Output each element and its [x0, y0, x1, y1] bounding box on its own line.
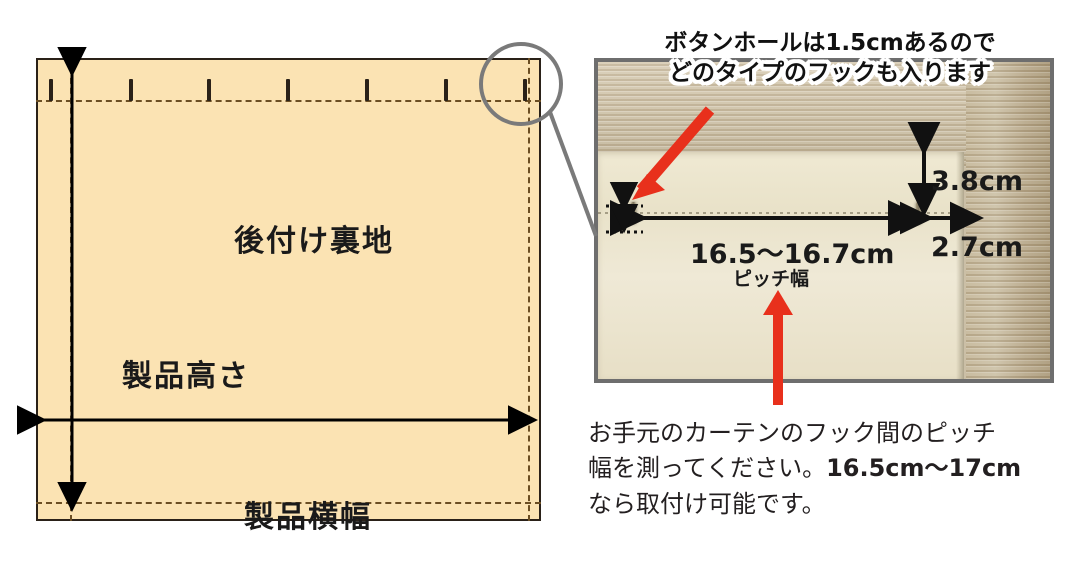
buttonhole-mark — [444, 79, 448, 101]
photo-caption-line-1: ボタンホールは1.5cmあるので — [664, 30, 996, 56]
label-product-width: 製品横幅 — [244, 500, 372, 535]
red-arrow-to-buttonhole — [632, 106, 715, 200]
red-arrow-to-pitch — [763, 290, 793, 405]
fabric-edge-shadow — [956, 152, 964, 379]
buttonhole-mark — [286, 79, 290, 101]
pitch-value-label: 16.5〜16.7cm — [690, 239, 895, 270]
bottom-note-line-1: お手元のカーテンのフック間のピッチ — [588, 419, 996, 447]
vertical-value-label: 3.8cm — [931, 166, 1023, 197]
diagram-dimension-arrows — [17, 47, 538, 512]
buttonhole-mark — [49, 79, 53, 101]
bottom-instruction-note: お手元のカーテンのフック間のピッチ 幅を測ってください。16.5cm〜17cm … — [588, 416, 1068, 522]
label-after-lining: 後付け裏地 — [234, 224, 394, 259]
diagram-dashed-bottom — [36, 502, 541, 504]
magnifier-circle — [479, 42, 563, 126]
pitch-sublabel: ピッチ幅 — [733, 268, 810, 290]
buttonhole-mark — [207, 79, 211, 101]
label-product-height: 製品高さ — [122, 359, 250, 394]
bottom-note-range-strong: 16.5cm〜17cm — [826, 454, 1022, 483]
photo-caption: ボタンホールは1.5cmあるので どのタイプのフックも入ります — [595, 28, 1065, 89]
bottom-note-line-2-prefix: 幅を測ってください。 — [588, 454, 827, 483]
buttonhole-mark — [129, 79, 133, 101]
diagram-dashed-top — [36, 100, 541, 102]
photo-caption-line-2: どのタイプのフックも入ります — [669, 60, 991, 87]
diagram-dashed-right — [528, 58, 530, 521]
buttonhole-mark — [365, 79, 369, 101]
bottom-note-line-3: なら取付け可能です。 — [588, 489, 826, 518]
edge-value-label: 2.7cm — [931, 232, 1023, 263]
curtain-diagram: 後付け裏地 製品高さ 製品横幅 — [17, 47, 541, 535]
bottom-note-line-2: 幅を測ってください。16.5cm〜17cm — [588, 451, 1068, 486]
